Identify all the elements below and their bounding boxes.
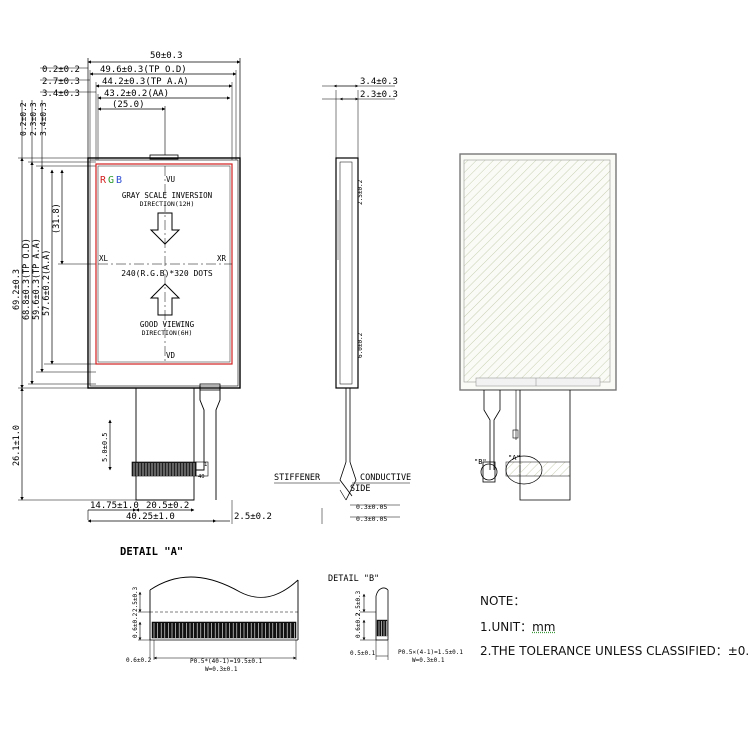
rgb-r: R [100, 175, 107, 186]
dim-50: 50±0.3 [150, 51, 183, 61]
detail-b-dim-0-5: 0.5±0.1 [350, 650, 376, 657]
conductive-label-2: SIDE [350, 484, 370, 494]
detail-a-dim-0-6-b: 0.6±0.2 [126, 657, 152, 664]
dim-25: (25.0) [112, 100, 145, 110]
marker-xl: XL [99, 254, 109, 263]
dim-14-75: 14.75±1.0 [90, 501, 139, 511]
dim-2-5: 2.5±0.2 [234, 512, 272, 522]
dim-20-5: 20.5±0.2 [146, 501, 189, 511]
side-dim-2-3: 2.3±0.3 [360, 90, 398, 100]
callout-b: "B" [474, 458, 487, 466]
dim-40-25: 40.25±1.0 [126, 512, 175, 522]
detail-a-labels: DETAIL "A" 2.5±0.3 0.6±0.2 0.6±0.2 P0.5*… [120, 546, 263, 673]
detail-a-width: W=0.3±0.1 [205, 666, 238, 673]
gray-scale-line-1: GRAY SCALE INVERSION [122, 191, 212, 200]
viewing-line-1: GOOD VIEWING [140, 320, 195, 329]
dim-44-2: 44.2±0.3(TP A.A) [102, 77, 189, 87]
detail-b-pitch: P0.5×(4-1)=1.5±0.1 [398, 649, 463, 656]
dim-57-6: 57.6±0.2(A.A) [42, 249, 52, 316]
detail-a-dim-2-5: 2.5±0.3 [132, 586, 139, 612]
detail-a [138, 577, 298, 660]
dim-3-4: 3.4±0.3 [42, 89, 80, 99]
fpc-pin-40: 40 [198, 474, 205, 480]
side-dim-6-0: 6.0±0.2 [357, 332, 364, 358]
note-heading: NOTE： [480, 592, 525, 609]
dim-0-2: 0.2±0.2 [42, 65, 80, 75]
note-unit-label: 1.UNIT： [480, 620, 532, 634]
detail-b-width: W=0.3±0.1 [412, 657, 445, 664]
gray-scale-line-2: DIRECTION(12H) [140, 200, 195, 208]
rgb-b: B [116, 175, 122, 186]
marker-xr: XR [217, 254, 227, 263]
detail-b-labels: DETAIL "B" 2.5±0.3 0.6±0.2 0.5±0.1 P0.5×… [328, 574, 463, 664]
dim-left-2-3: 2.3±0.3 [29, 102, 38, 136]
detail-a-pitch: P0.5*(40-1)=19.5±0.1 [190, 658, 263, 665]
dim-left-0-2: 0.2±0.2 [19, 102, 28, 136]
dim-49-6: 49.6±0.3(TP O.D) [100, 65, 187, 75]
note-unit-value: mm [532, 620, 555, 634]
callout-a: "A" [508, 454, 521, 462]
dim-69-2: 69.2±0.3 [12, 269, 22, 310]
rgb-g: G [108, 175, 114, 186]
front-fpc-contacts [134, 463, 194, 476]
dim-2-7: 2.7±0.3 [42, 77, 80, 87]
fpc-pin-1: 1 [204, 462, 207, 468]
dim-5-0: 5.0±0.5 [101, 432, 109, 462]
side-dim-2-5: 2.5±0.2 [357, 179, 364, 205]
marker-vu: VU [166, 175, 175, 184]
note-unit: 1.UNIT：mm [480, 618, 555, 635]
dim-68-8: 68.8±0.3(TP O.D) [22, 238, 32, 320]
dim-left-3-4: 3.4±0.3 [39, 102, 48, 136]
note-tolerance-value: ±0.3mm [728, 644, 750, 658]
dim-26-1: 26.1±1.0 [12, 425, 22, 466]
side-dim-0-3-b: 0.3±0.05 [356, 515, 387, 523]
note-tolerance: 2.THE TOLERANCE UNLESS CLASSIFIED：±0.3mm [480, 642, 750, 659]
detail-b-dim-0-6: 0.6±0.2 [355, 612, 362, 638]
side-dim-0-3-a: 0.3±0.05 [356, 503, 387, 511]
stiffener-label: STIFFENER [274, 473, 321, 483]
side-dim-3-4: 3.4±0.3 [360, 77, 398, 87]
side-view [274, 86, 410, 524]
detail-a-title: DETAIL "A" [120, 546, 183, 558]
dim-31-8: (31.8) [52, 203, 62, 234]
note-tolerance-label: 2.THE TOLERANCE UNLESS CLASSIFIED： [480, 644, 728, 658]
viewing-line-2: DIRECTION(6H) [142, 329, 193, 337]
dim-59-6: 59.6±0.3(TP A.A) [32, 238, 42, 320]
front-view-labels: 50±0.3 0.2±0.2 49.6±0.3(TP O.D) 2.7±0.3 … [12, 51, 272, 522]
dim-43-2: 43.2±0.2(AA) [104, 89, 169, 99]
marker-vd: VD [166, 351, 176, 360]
conductive-label-1: CONDUCTIVE [360, 473, 411, 483]
resolution-label: 240(R.G.B)*320 DOTS [121, 269, 213, 278]
detail-b-dim-2-5: 2.5±0.3 [355, 590, 362, 616]
detail-a-dim-0-6: 0.6±0.2 [132, 612, 139, 638]
detail-b-title: DETAIL "B" [328, 574, 379, 584]
side-view-labels: 3.4±0.3 2.3±0.3 2.5±0.2 6.0±0.2 0.3±0.05… [274, 77, 411, 523]
back-view [460, 154, 616, 500]
